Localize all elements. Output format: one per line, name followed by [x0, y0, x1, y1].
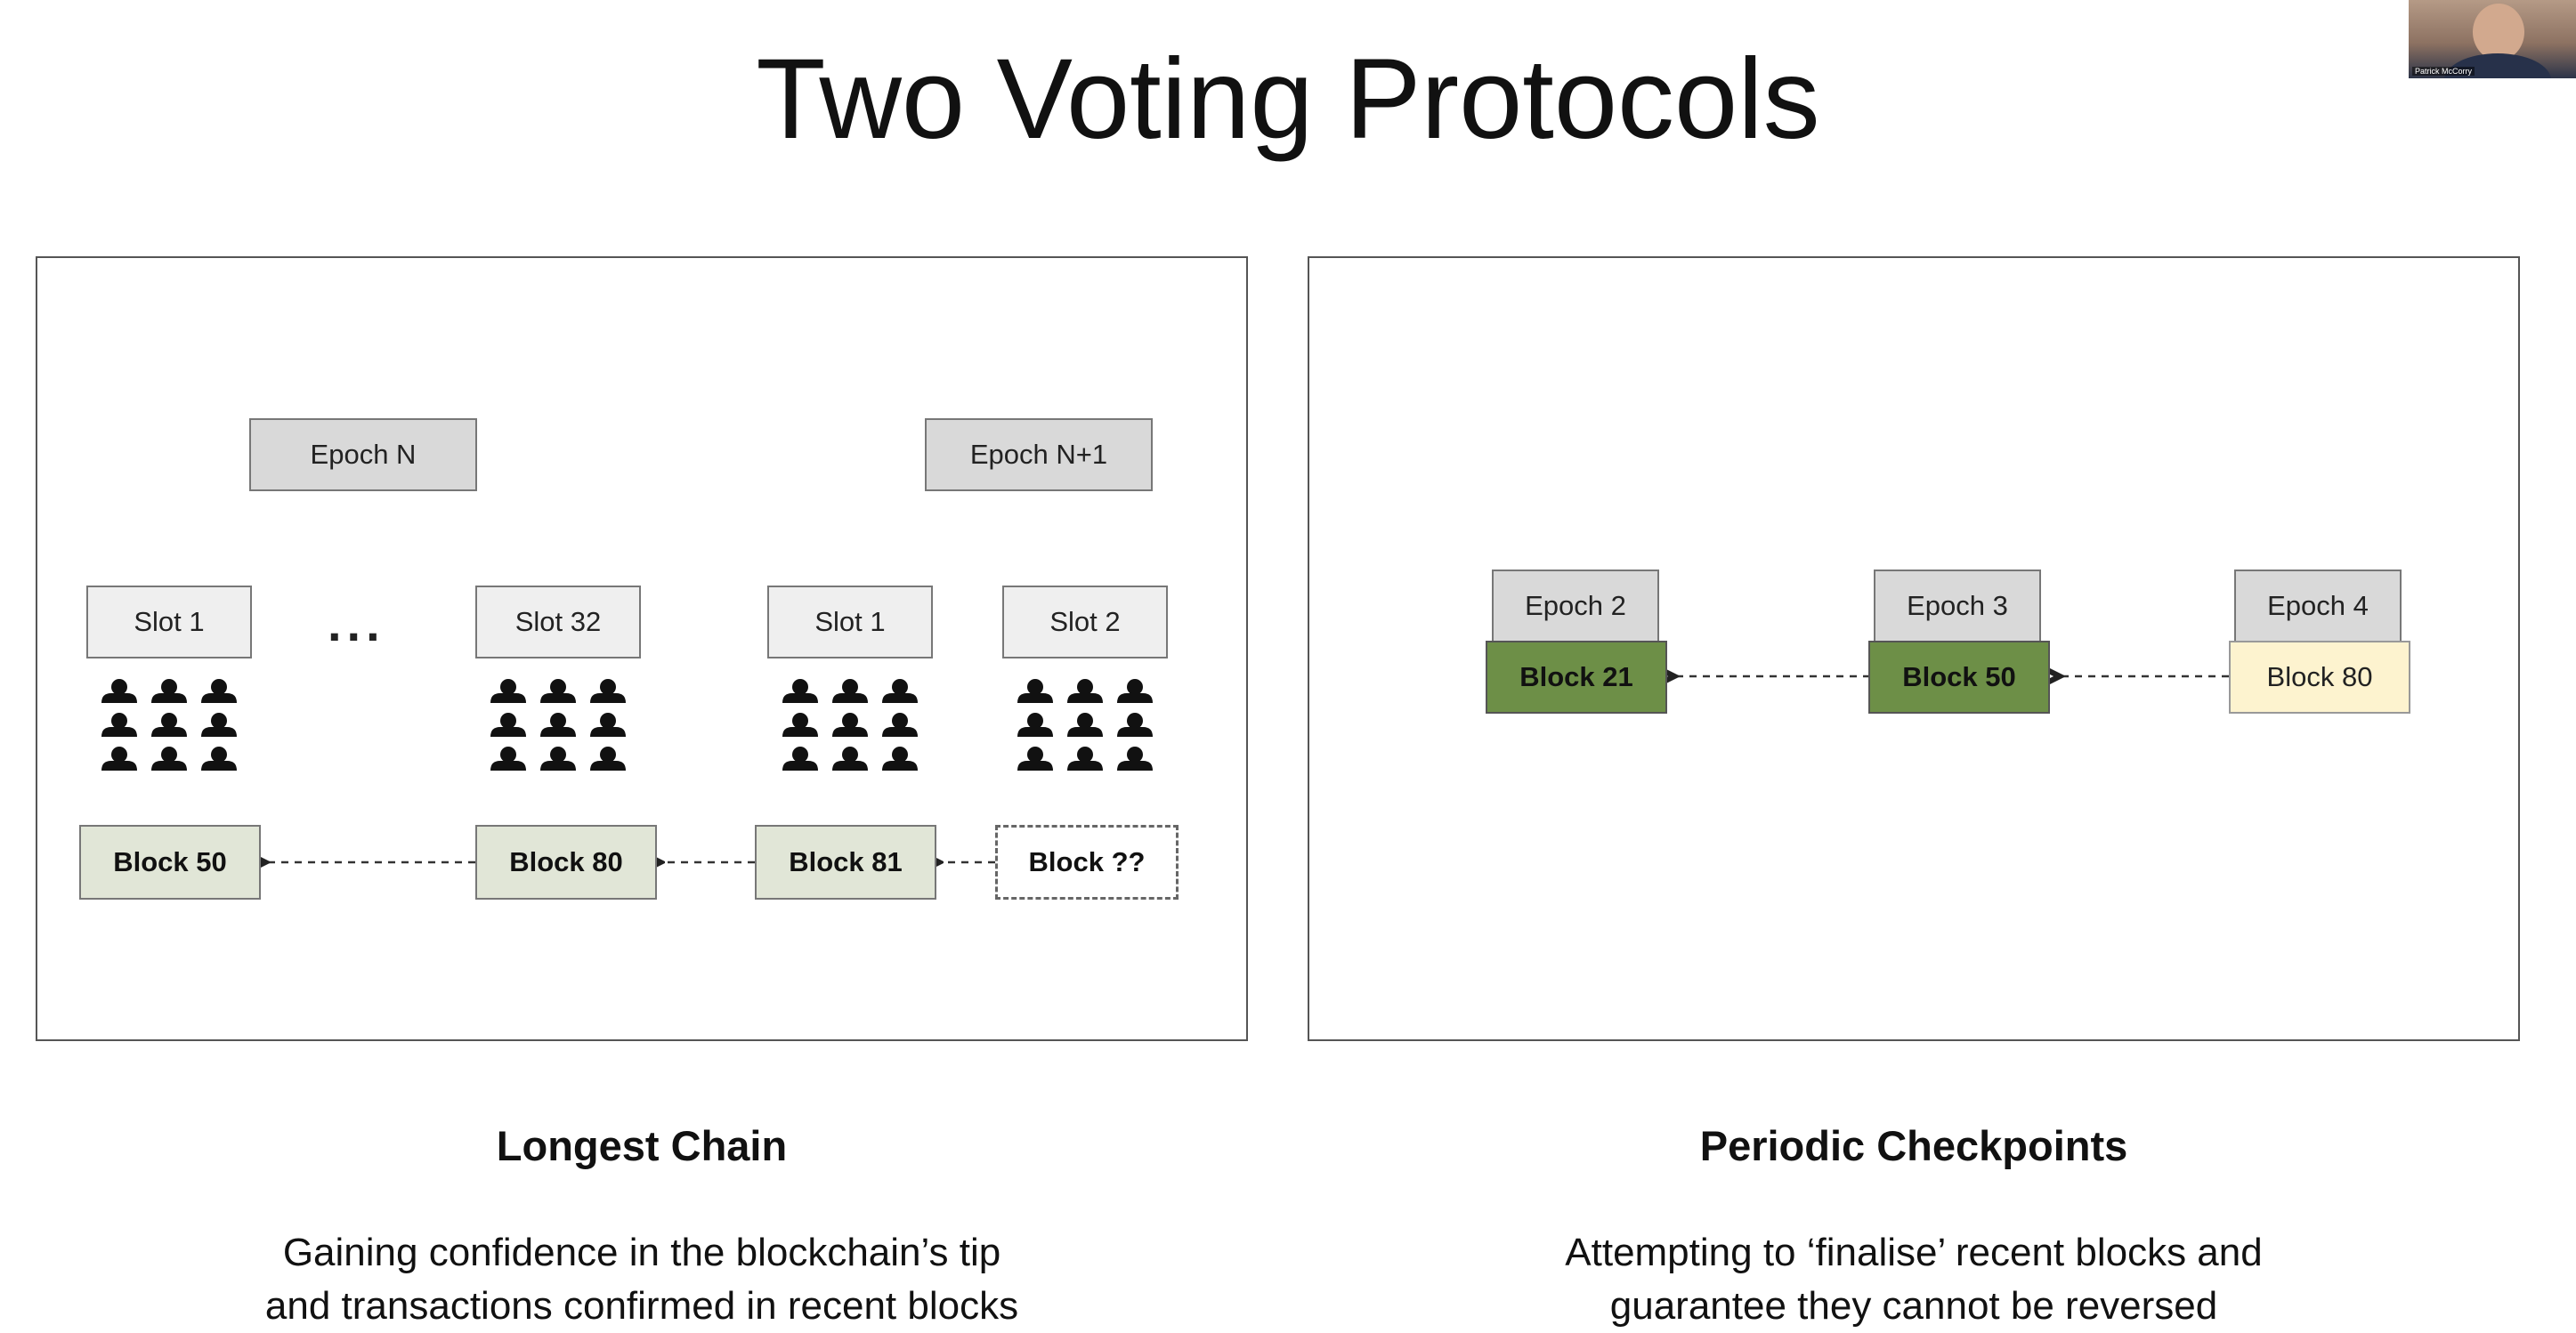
finalised-block: Block 21 [1486, 641, 1667, 714]
slot-box: Slot 1 [86, 586, 252, 658]
chain-block: Block 81 [755, 825, 936, 900]
slot-ellipsis: ... [328, 595, 385, 651]
longest-chain-panel: Epoch N Epoch N+1 Slot 1 ... Slot 32 Slo… [36, 256, 1248, 1041]
epoch-box-n: Epoch N [249, 418, 477, 491]
longest-chain-caption: Longest Chain [36, 1121, 1248, 1170]
presenter-head [2473, 4, 2524, 61]
caption-line: and transactions confirmed in recent blo… [264, 1284, 1019, 1328]
caption-title: Periodic Checkpoints [1699, 1122, 2128, 1169]
chain-block: Block 50 [79, 825, 261, 900]
longest-chain-description: Gaining confidence in the blockchain’s t… [36, 1226, 1248, 1333]
epoch-box: Epoch 3 [1874, 570, 2041, 642]
slot-box: Slot 32 [475, 586, 641, 658]
periodic-checkpoints-description: Attempting to ‘finalise’ recent blocks a… [1308, 1226, 2520, 1333]
checkpoint-arrows [1309, 258, 2229, 1043]
finalised-block: Block 50 [1868, 641, 2050, 714]
slot-box: Slot 1 [767, 586, 933, 658]
slot-box: Slot 2 [1002, 586, 1168, 658]
chain-arrows [37, 258, 995, 1043]
caption-line: Gaining confidence in the blockchain’s t… [282, 1231, 1001, 1274]
epoch-box-n-plus-1: Epoch N+1 [925, 418, 1153, 491]
periodic-checkpoints-panel: Epoch 2 Epoch 3 Epoch 4 Block 21 Block 5… [1308, 256, 2520, 1041]
webcam-name-label: Patrick McCorry [2412, 67, 2475, 76]
slide-title: Two Voting Protocols [756, 36, 1820, 163]
epoch-box: Epoch 2 [1492, 570, 1659, 642]
chain-block: Block 80 [475, 825, 657, 900]
caption-line: guarantee they cannot be reversed [1609, 1284, 2218, 1328]
unknown-block: Block ?? [995, 825, 1179, 900]
periodic-checkpoints-caption: Periodic Checkpoints [1308, 1121, 2520, 1170]
webcam-thumbnail: Patrick McCorry [2409, 0, 2576, 78]
pending-block: Block 80 [2229, 641, 2410, 714]
caption-line: Attempting to ‘finalise’ recent blocks a… [1565, 1231, 2263, 1274]
caption-title: Longest Chain [496, 1122, 788, 1169]
